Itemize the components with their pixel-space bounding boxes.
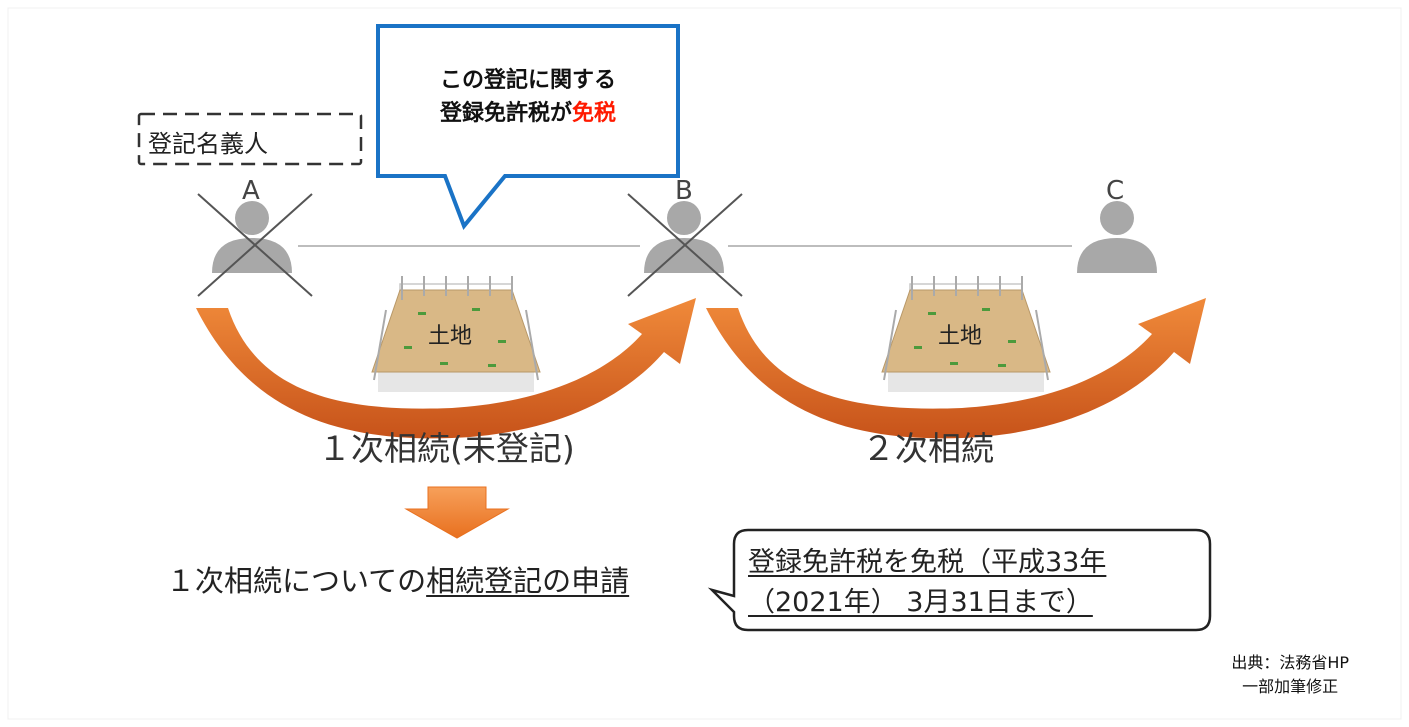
exemption-text: 登録免許税を免税（平成33年 （2021年） 3月31日まで） (748, 543, 1106, 623)
down-arrow-icon (404, 486, 510, 539)
callout-text: この登記に関する 登録免許税が免税 (380, 64, 676, 130)
callout-line2: 登録免許税が免税 (380, 97, 676, 130)
exemption-line1: 登録免許税を免税（平成33年 (748, 547, 1107, 578)
source-note: 出典：法務省HP 一部加筆修正 (1231, 651, 1349, 699)
frame-border (7, 7, 1402, 720)
land-plot-1-icon (371, 276, 541, 392)
callout-highlight: 免税 (572, 101, 617, 126)
exemption-bubble (707, 528, 1212, 632)
land-label-1: 土地 (428, 324, 473, 349)
person-a-label: A (242, 176, 260, 206)
application-prefix: １次相続についての (166, 564, 427, 598)
callout-line2-prefix: 登録免許税が (439, 101, 572, 126)
inheritance-arrow-2 (706, 298, 1206, 439)
source-line2: 一部加筆修正 (1242, 677, 1339, 696)
inheritance-arrow-1 (196, 298, 696, 439)
person-c-icon (1077, 201, 1157, 273)
first-inheritance-label: １次相続(未登記) (318, 429, 575, 468)
callout-line1: この登記に関する (439, 68, 616, 93)
land-plot-2-icon (881, 276, 1051, 392)
registrant-box (137, 112, 363, 166)
exemption-line2: （2021年） 3月31日まで） (748, 587, 1093, 618)
callout-bubble (376, 24, 680, 230)
source-line1: 出典：法務省HP (1231, 653, 1349, 672)
person-c-label: C (1106, 176, 1125, 206)
application-label: １次相続についての相続登記の申請 (166, 558, 629, 600)
application-underlined: 相続登記の申請 (426, 564, 630, 598)
person-a-icon (197, 193, 313, 297)
land-label-2: 土地 (938, 324, 983, 349)
second-inheritance-label: ２次相続 (862, 429, 994, 468)
person-b-icon (627, 193, 743, 297)
registrant-label: 登記名義人 (148, 130, 268, 158)
person-b-label: B (675, 176, 693, 206)
